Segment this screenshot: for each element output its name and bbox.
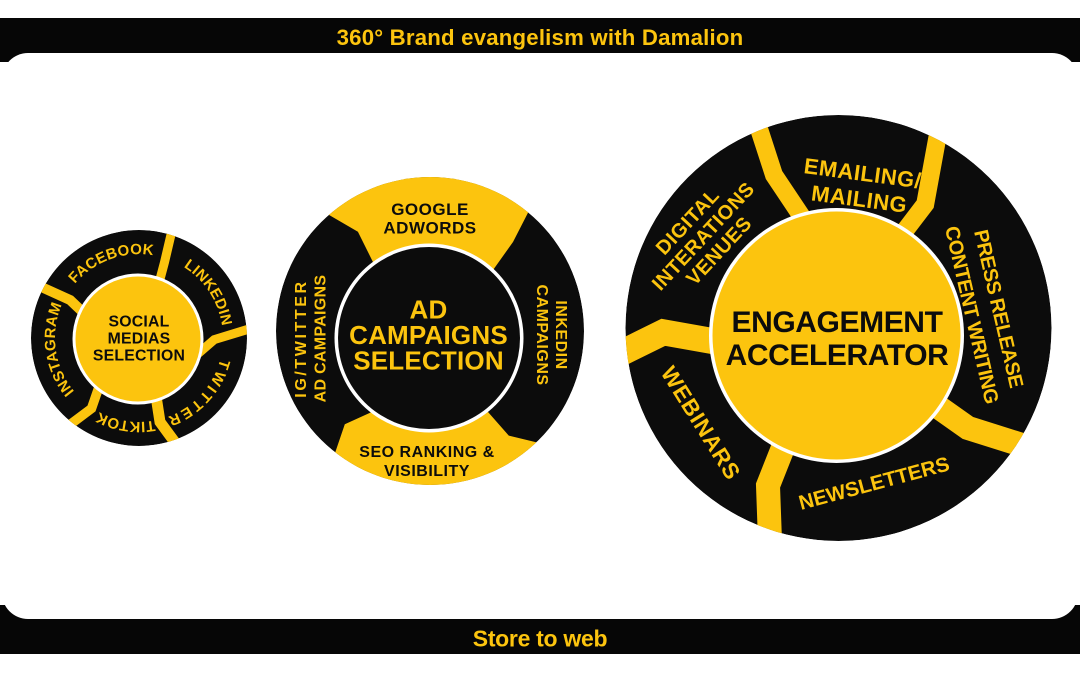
svg-text:CAMPAIGNS: CAMPAIGNS bbox=[349, 320, 508, 350]
svg-text:GOOGLE: GOOGLE bbox=[391, 200, 469, 219]
svg-text:VISIBILITY: VISIBILITY bbox=[384, 463, 470, 480]
svg-text:INKEDIN: INKEDIN bbox=[552, 300, 569, 369]
svg-text:MEDIAS: MEDIAS bbox=[108, 331, 171, 348]
svg-text:Store to web: Store to web bbox=[473, 626, 608, 652]
svg-text:360° Brand evangelism with Dam: 360° Brand evangelism with Damalion bbox=[337, 25, 744, 50]
svg-text:IG/TWITTER: IG/TWITTER bbox=[293, 279, 310, 397]
svg-text:SELECTION: SELECTION bbox=[353, 346, 504, 376]
svg-text:ACCELERATOR: ACCELERATOR bbox=[726, 339, 950, 372]
svg-text:AD CAMPAIGNS: AD CAMPAIGNS bbox=[312, 275, 329, 403]
svg-text:SOCIAL: SOCIAL bbox=[109, 314, 170, 331]
svg-text:SELECTION: SELECTION bbox=[93, 347, 185, 364]
svg-text:ENGAGEMENT: ENGAGEMENT bbox=[731, 306, 942, 339]
svg-text:CAMPAIGNS: CAMPAIGNS bbox=[533, 284, 550, 385]
svg-text:SEO RANKING &: SEO RANKING & bbox=[359, 444, 494, 461]
svg-text:ADWORDS: ADWORDS bbox=[383, 219, 476, 238]
svg-text:AD: AD bbox=[410, 295, 448, 325]
